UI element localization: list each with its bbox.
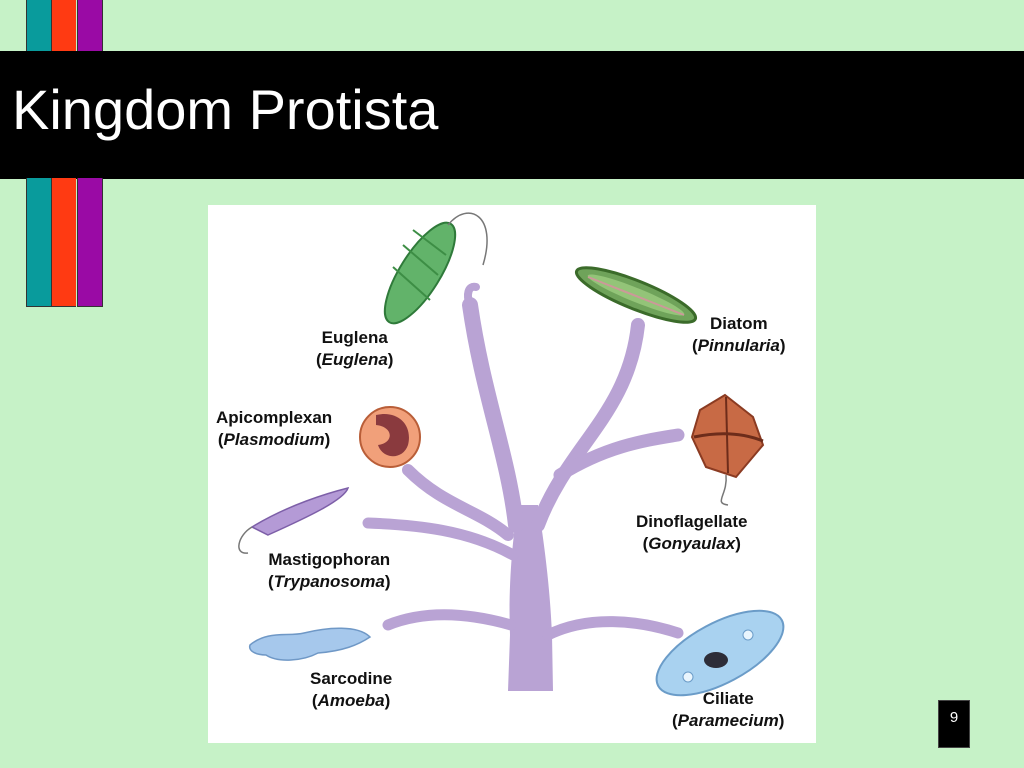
- slide-title: Kingdom Protista: [12, 78, 439, 141]
- label-sarcodine: Sarcodine (Amoeba): [310, 668, 392, 712]
- sci-name-text: Euglena: [321, 350, 388, 369]
- label-common-name: Sarcodine: [310, 669, 393, 688]
- gonyaulax-icon: [690, 393, 765, 506]
- sci-name-text: Gonyaulax: [648, 534, 736, 553]
- label-common-name: Euglena: [321, 328, 388, 347]
- sci-name-text: Plasmodium: [223, 430, 325, 449]
- decor-stripe-teal-bottom: [26, 178, 51, 307]
- diatom-icon: [574, 266, 698, 324]
- label-ciliate: Ciliate (Paramecium): [672, 688, 784, 732]
- decor-stripe-red-top: [51, 0, 76, 52]
- trypanosoma-icon: [238, 486, 350, 554]
- decor-stripe-red-bottom: [51, 178, 76, 307]
- label-scientific-name: (Euglena): [316, 350, 394, 369]
- euglena-icon: [383, 212, 488, 325]
- label-common-name: Dinoflagellate: [636, 512, 748, 531]
- amoeba-icon: [248, 627, 372, 661]
- label-dinoflagellate: Dinoflagellate (Gonyaulax): [636, 511, 747, 555]
- sci-name-text: Amoeba: [317, 691, 385, 710]
- label-scientific-name: (Gonyaulax): [642, 534, 741, 553]
- label-scientific-name: (Paramecium): [672, 711, 785, 730]
- sci-name-text: Pinnularia: [697, 336, 780, 355]
- label-euglena: Euglena (Euglena): [316, 327, 393, 371]
- label-diatom: Diatom (Pinnularia): [692, 313, 786, 357]
- label-common-name: Ciliate: [702, 689, 754, 708]
- decor-stripe-purple-top: [77, 0, 103, 52]
- slide-number: 9: [938, 700, 970, 748]
- paramecium-icon: [655, 609, 785, 697]
- label-common-name: Diatom: [709, 314, 768, 333]
- label-scientific-name: (Pinnularia): [692, 336, 786, 355]
- sci-name-text: Trypanosoma: [273, 572, 385, 591]
- label-scientific-name: (Amoeba): [311, 691, 391, 710]
- label-apicomplexan: Apicomplexan (Plasmodium): [216, 407, 332, 451]
- label-mastigophoran: Mastigophoran (Trypanosoma): [268, 549, 391, 593]
- label-scientific-name: (Plasmodium): [217, 430, 331, 449]
- sci-name-text: Paramecium: [677, 711, 779, 730]
- label-common-name: Apicomplexan: [216, 408, 333, 427]
- protista-tree-figure: Euglena (Euglena) Diatom (Pinnularia) Ap…: [208, 205, 816, 743]
- protista-tree-svg: [238, 212, 785, 697]
- decor-stripe-purple-bottom: [77, 178, 103, 307]
- tree-icon: [362, 282, 685, 691]
- decor-stripe-teal-top: [26, 0, 51, 52]
- label-common-name: Mastigophoran: [268, 550, 391, 569]
- title-bar: [0, 51, 1024, 179]
- label-scientific-name: (Trypanosoma): [268, 572, 391, 591]
- plasmodium-icon: [359, 406, 421, 468]
